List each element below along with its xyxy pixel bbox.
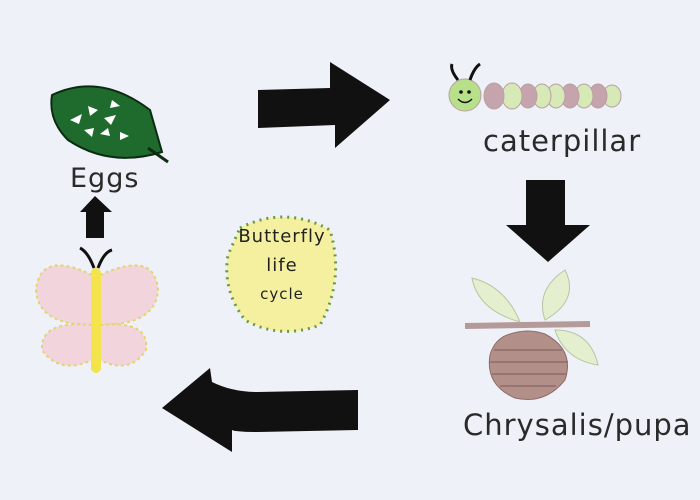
arrow-left (162, 368, 358, 452)
arrow-up (80, 196, 112, 238)
chrysalis-icon (464, 269, 599, 400)
arrow-down (506, 180, 590, 262)
caterpillar-icon (448, 62, 622, 112)
leaf-with-eggs-icon (50, 85, 169, 164)
center-title-line1: Butterfly (238, 226, 326, 247)
stage-label-eggs: Eggs (70, 163, 140, 194)
butterfly-icon (34, 246, 160, 373)
center-title-line3: cycle (260, 285, 304, 303)
stage-label-caterpillar: caterpillar (483, 124, 642, 158)
stage-label-chrysalis: Chrysalis/pupa (463, 408, 692, 442)
center-title-line2: life (266, 255, 298, 276)
center-title: Butterfly life cycle (232, 222, 332, 309)
arrow-right (258, 62, 390, 148)
center-blob (225, 215, 338, 333)
